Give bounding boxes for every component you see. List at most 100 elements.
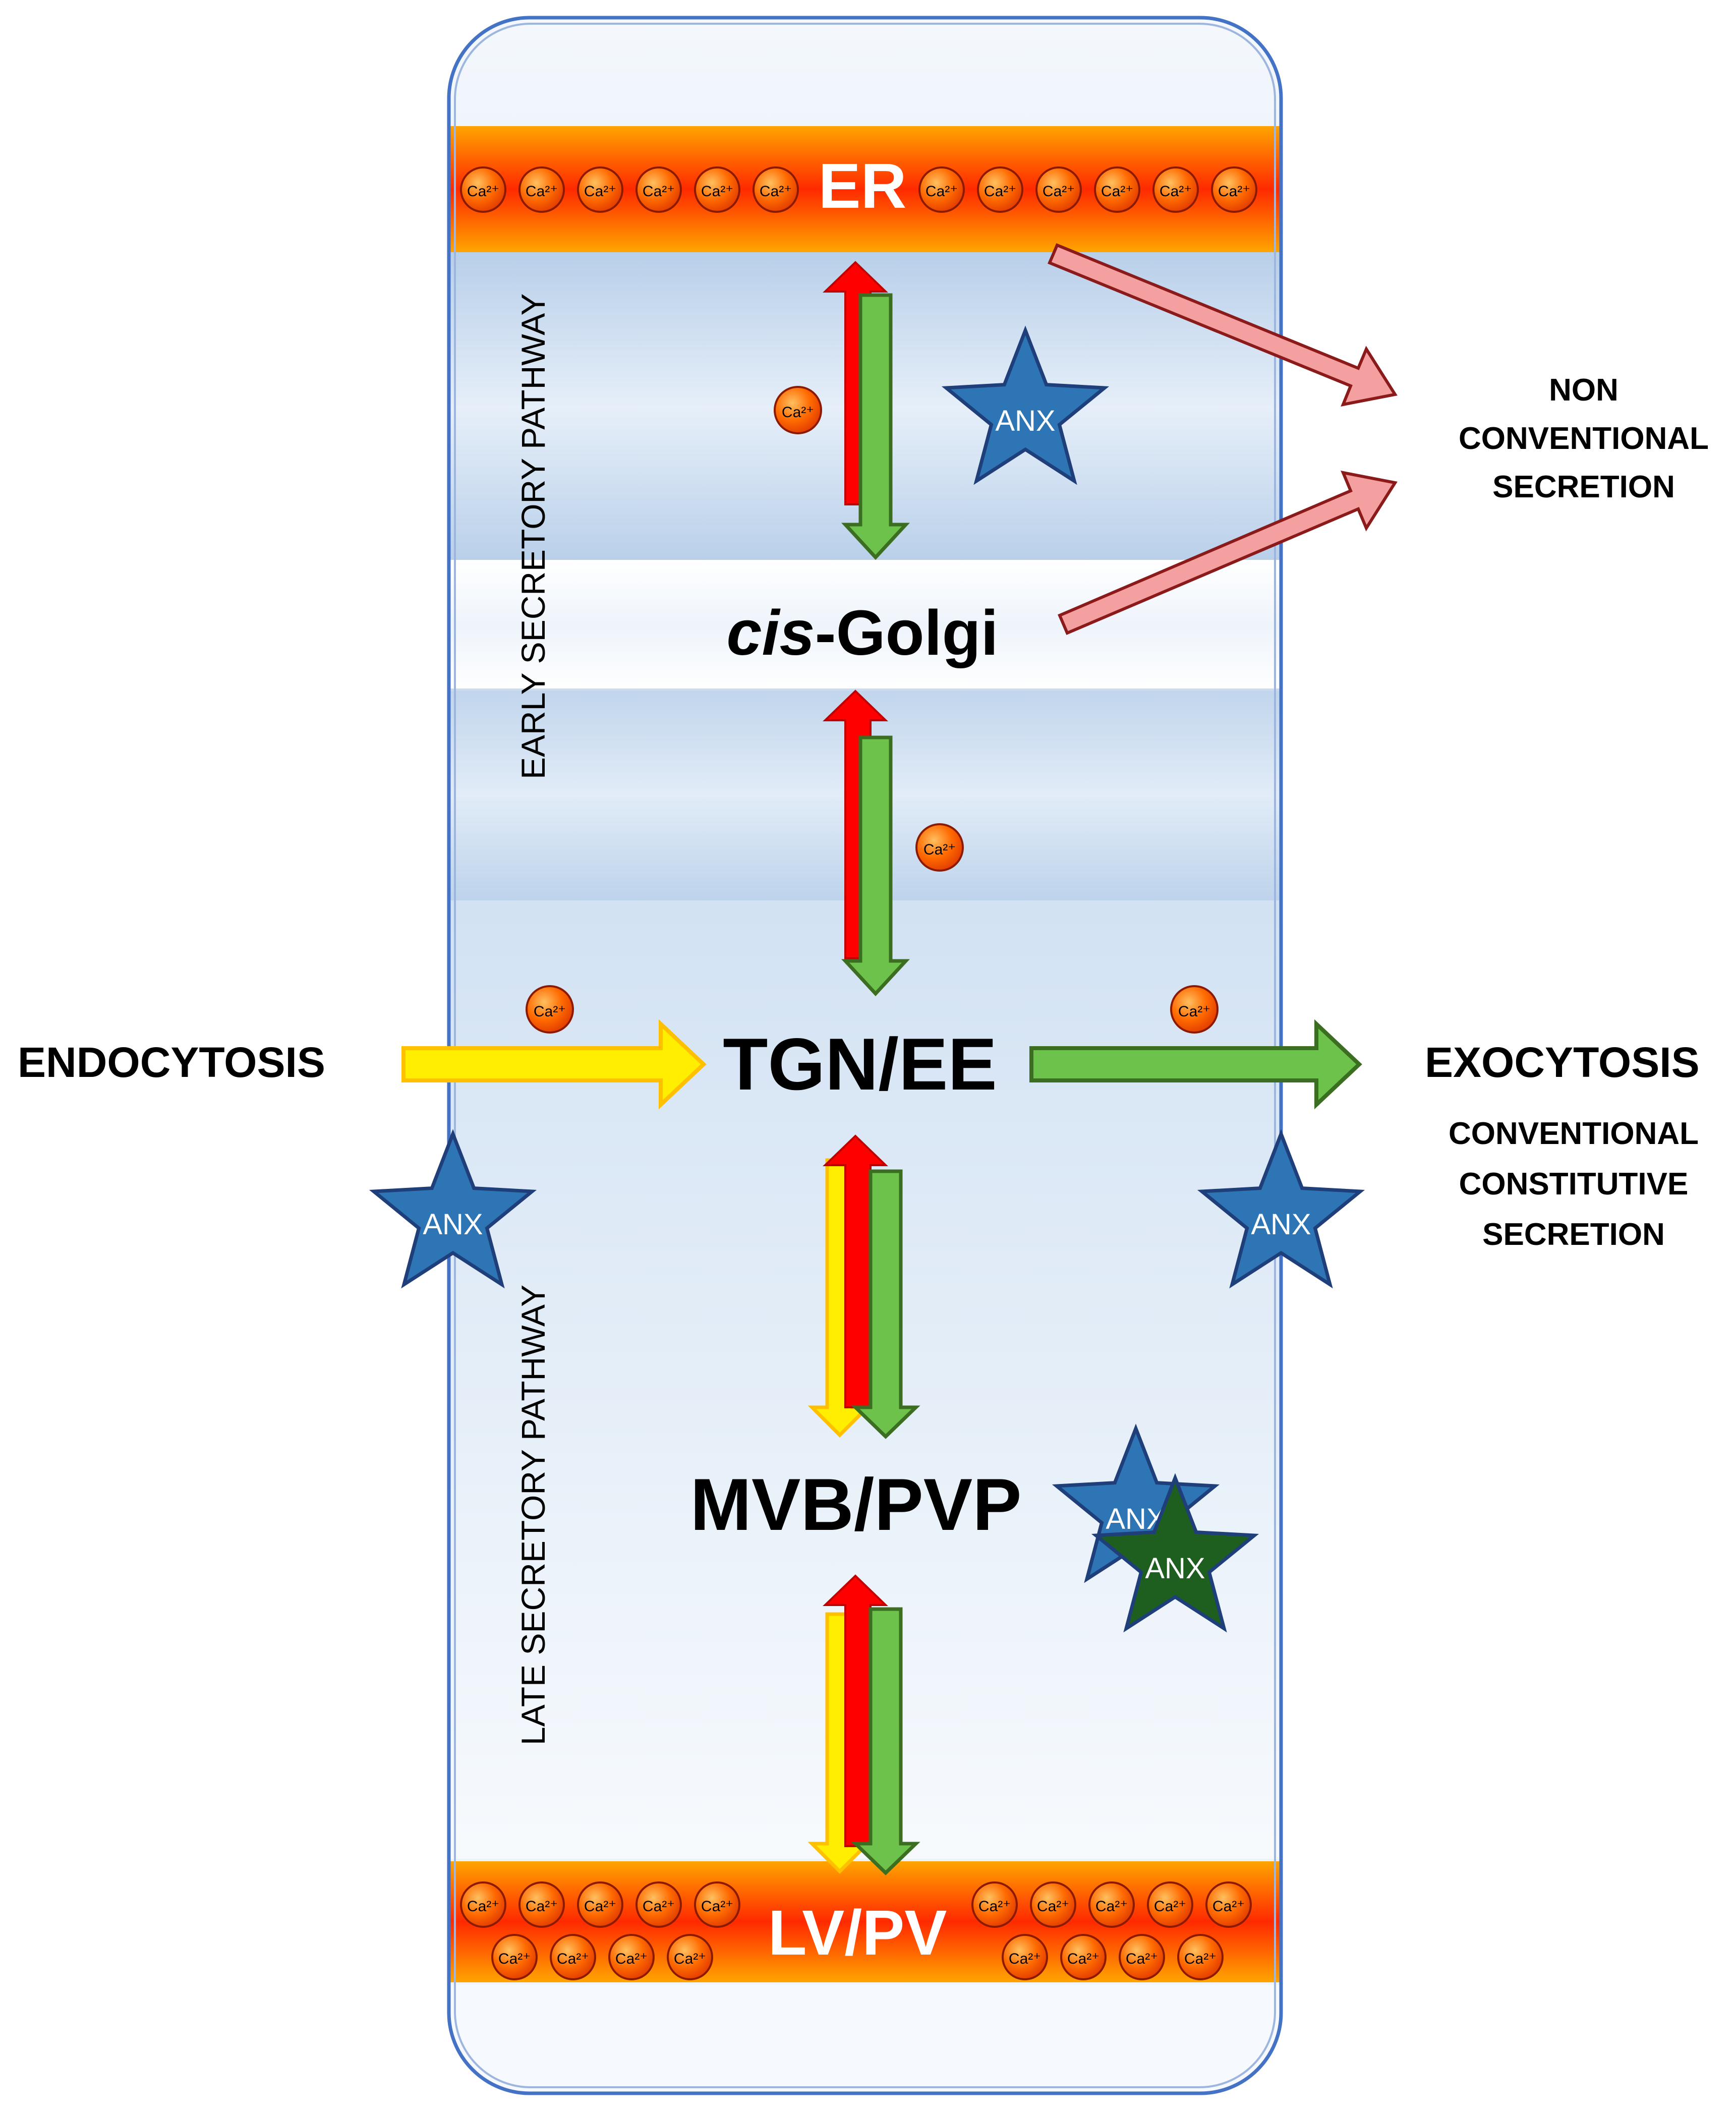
calcium-ion: Ca²⁺ xyxy=(1170,985,1219,1034)
calcium-label: Ca²⁺ xyxy=(1101,183,1133,200)
calcium-label: Ca²⁺ xyxy=(701,183,733,200)
calcium-label: Ca²⁺ xyxy=(498,1951,531,1967)
vacuole-calcium-ion: Ca²⁺ xyxy=(1205,1881,1252,1928)
non-conventional-line-3: SECRETION xyxy=(1492,470,1675,504)
arrow-exocytosis xyxy=(1029,1019,1362,1110)
calcium-label: Ca²⁺ xyxy=(526,1898,558,1915)
er-calcium-ion: Ca²⁺ xyxy=(1211,166,1257,213)
cis-prefix: cis xyxy=(726,597,815,668)
annexin-label: ANX xyxy=(423,1208,483,1241)
calcium-label: Ca²⁺ xyxy=(557,1951,589,1967)
annexin-label: ANX xyxy=(1145,1552,1205,1585)
calcium-label: Ca²⁺ xyxy=(1095,1898,1128,1915)
constitutive-line-3: SECRETION xyxy=(1482,1217,1665,1252)
endocytosis-label: ENDOCYTOSIS xyxy=(18,1039,325,1086)
lv-pv-label: LV/PV xyxy=(768,1897,947,1968)
er-calcium-ion: Ca²⁺ xyxy=(1152,166,1199,213)
exocytosis-label: EXOCYTOSIS xyxy=(1425,1039,1700,1086)
calcium-label: Ca²⁺ xyxy=(1184,1951,1217,1967)
er-calcium-ion: Ca²⁺ xyxy=(635,166,682,213)
annexin-star-icon: ANX xyxy=(369,1129,537,1289)
vacuole-calcium-ion: Ca²⁺ xyxy=(1147,1881,1193,1928)
er-calcium-ion: Ca²⁺ xyxy=(977,166,1023,213)
annexin-star-green-icon: ANX xyxy=(1091,1473,1259,1633)
calcium-label: Ca²⁺ xyxy=(978,1898,1011,1915)
er-calcium-ion: Ca²⁺ xyxy=(918,166,965,213)
annexin-label: ANX xyxy=(1251,1208,1311,1241)
vacuole-calcium-ion: Ca²⁺ xyxy=(1119,1934,1165,1980)
calcium-label: Ca²⁺ xyxy=(615,1951,648,1967)
cis-golgi-label: cis-Golgi xyxy=(726,597,998,668)
annexin-star-icon: ANX xyxy=(1197,1129,1365,1289)
tgn-ee-label: TGN/EE xyxy=(723,1023,997,1105)
arrow-golgi-to-nonconventional xyxy=(1058,470,1398,635)
calcium-label: Ca²⁺ xyxy=(984,183,1016,200)
calcium-label: Ca²⁺ xyxy=(1037,1898,1069,1915)
vacuole-calcium-ion: Ca²⁺ xyxy=(608,1934,655,1980)
calcium-label: Ca²⁺ xyxy=(1212,1898,1245,1915)
arrow-er-golgi-anterograde-retrograde xyxy=(823,261,910,560)
constitutive-line-2: CONSTITUTIVE xyxy=(1459,1167,1689,1202)
arrow-golgi-tgn-anterograde-retrograde xyxy=(823,690,910,997)
non-conventional-line-2: CONVENTIONAL xyxy=(1459,421,1709,456)
calcium-label: Ca²⁺ xyxy=(1043,183,1075,200)
calcium-label: Ca²⁺ xyxy=(1154,1898,1186,1915)
vacuole-calcium-ion: Ca²⁺ xyxy=(518,1881,565,1928)
calcium-ion: Ca²⁺ xyxy=(774,386,822,434)
constitutive-line-1: CONVENTIONAL xyxy=(1449,1116,1699,1151)
golgi-suffix: -Golgi xyxy=(815,597,999,668)
arrow-endocytosis xyxy=(401,1019,707,1110)
calcium-label: Ca²⁺ xyxy=(1067,1951,1100,1967)
vacuole-calcium-ion: Ca²⁺ xyxy=(635,1881,682,1928)
vacuole-calcium-ion: Ca²⁺ xyxy=(491,1934,538,1980)
er-calcium-ion: Ca²⁺ xyxy=(753,166,799,213)
calcium-label: Ca²⁺ xyxy=(1218,183,1250,200)
arrow-tgn-mvb-triple xyxy=(807,1134,920,1439)
annexin-label: ANX xyxy=(995,405,1055,437)
calcium-label: Ca²⁺ xyxy=(1178,1003,1210,1020)
non-conventional-line-1: NON xyxy=(1549,373,1618,408)
calcium-label: Ca²⁺ xyxy=(467,183,499,200)
calcium-label: Ca²⁺ xyxy=(1160,183,1192,200)
calcium-label: Ca²⁺ xyxy=(925,183,958,200)
er-calcium-ion: Ca²⁺ xyxy=(577,166,623,213)
er-calcium-ion: Ca²⁺ xyxy=(518,166,565,213)
calcium-label: Ca²⁺ xyxy=(467,1898,499,1915)
calcium-label: Ca²⁺ xyxy=(923,841,956,858)
calcium-ion: Ca²⁺ xyxy=(915,823,964,872)
vacuole-calcium-ion: Ca²⁺ xyxy=(971,1881,1018,1928)
vacuole-calcium-ion: Ca²⁺ xyxy=(667,1934,713,1980)
calcium-label: Ca²⁺ xyxy=(1126,1951,1158,1967)
vacuole-calcium-ion: Ca²⁺ xyxy=(1177,1934,1224,1980)
late-pathway-label: LATE SECRETORY PATHWAY xyxy=(514,1285,552,1745)
vacuole-calcium-ion: Ca²⁺ xyxy=(550,1934,596,1980)
calcium-label: Ca²⁺ xyxy=(534,1003,566,1020)
calcium-label: Ca²⁺ xyxy=(643,1898,675,1915)
early-pathway-label: EARLY SECRETORY PATHWAY xyxy=(514,294,552,779)
er-calcium-ion: Ca²⁺ xyxy=(1094,166,1140,213)
calcium-label: Ca²⁺ xyxy=(584,1898,616,1915)
calcium-label: Ca²⁺ xyxy=(1009,1951,1041,1967)
vacuole-calcium-ion: Ca²⁺ xyxy=(1060,1934,1107,1980)
mvb-pvp-label: MVB/PVP xyxy=(690,1463,1021,1546)
arrow-er-to-nonconventional xyxy=(1048,243,1398,407)
vacuole-calcium-ion: Ca²⁺ xyxy=(1030,1881,1076,1928)
vacuole-calcium-ion: Ca²⁺ xyxy=(1002,1934,1048,1980)
er-label: ER xyxy=(818,150,906,221)
annexin-star-icon: ANX xyxy=(941,325,1110,485)
calcium-label: Ca²⁺ xyxy=(584,183,616,200)
calcium-label: Ca²⁺ xyxy=(643,183,675,200)
calcium-label: Ca²⁺ xyxy=(760,183,792,200)
er-calcium-ion: Ca²⁺ xyxy=(460,166,506,213)
er-calcium-ion: Ca²⁺ xyxy=(1035,166,1082,213)
vacuole-calcium-ion: Ca²⁺ xyxy=(1088,1881,1135,1928)
calcium-ion: Ca²⁺ xyxy=(526,985,574,1034)
vacuole-calcium-ion: Ca²⁺ xyxy=(694,1881,740,1928)
arrow-mvb-vacuole-triple xyxy=(807,1574,920,1875)
calcium-label: Ca²⁺ xyxy=(701,1898,733,1915)
calcium-label: Ca²⁺ xyxy=(782,404,814,421)
calcium-label: Ca²⁺ xyxy=(674,1951,706,1967)
vacuole-calcium-ion: Ca²⁺ xyxy=(577,1881,623,1928)
